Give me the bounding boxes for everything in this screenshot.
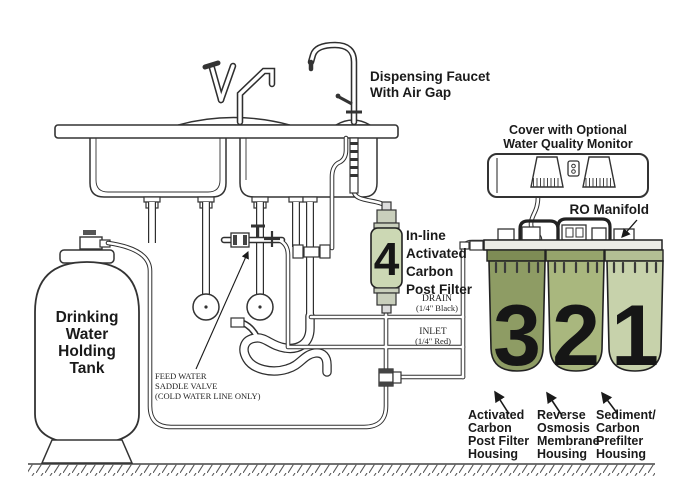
- label-housing-1-line-0: Sediment/: [596, 408, 656, 422]
- ro-manifold: [459, 217, 663, 251]
- label-housing-1-line-1: Carbon: [596, 421, 640, 435]
- faucet-base-plate: [177, 116, 291, 126]
- tank-base: [40, 439, 134, 464]
- housing-1-number: 1: [611, 288, 659, 384]
- water-quality-monitor-icon: [567, 160, 580, 177]
- label-tank-line-2: Holding: [58, 343, 116, 360]
- label-inlet-line-1: (1/4" Red): [415, 336, 451, 346]
- label-housing-2-line-2: Membrane: [537, 434, 600, 448]
- label-housing-2-line-0: Reverse: [537, 408, 586, 422]
- label-housing-2-line-3: Housing: [537, 447, 587, 461]
- label-inline-filter-line-0: In-line: [406, 228, 446, 243]
- label-feed-water-line-1: SADDLE VALVE: [155, 381, 217, 391]
- label-feed-water-line-0: FEED WATER: [155, 371, 207, 381]
- label-inline-filter-line-3: Post Filter: [406, 282, 473, 297]
- dispensing-faucet: [307, 41, 362, 194]
- label-feed-water-line-2: (COLD WATER LINE ONLY): [155, 391, 261, 401]
- label-housing-3-line-3: Housing: [468, 447, 518, 461]
- left-basin: [89, 138, 227, 198]
- trap-flange: [230, 317, 245, 328]
- label-housing-1-line-3: Housing: [596, 447, 646, 461]
- manifold-bar: [483, 239, 663, 251]
- label-dispensing-faucet-line-0: Dispensing Faucet: [370, 69, 491, 84]
- label-housing-3-line-0: Activated: [468, 408, 524, 422]
- tee-fitting: [378, 368, 402, 387]
- holding-tank: [34, 230, 140, 464]
- label-tank-line-1: Water: [66, 326, 109, 343]
- saddle-valve: [230, 224, 280, 248]
- housing-2: [547, 260, 605, 372]
- label-inline-filter-line-1: Activated: [406, 246, 467, 261]
- leader-arrows: [195, 219, 638, 415]
- housing-vents: [494, 261, 658, 274]
- label-housing-2-line-1: Osmosis: [537, 421, 590, 435]
- label-tank-line-3: Tank: [69, 360, 104, 377]
- housing-3: [488, 260, 546, 372]
- ground: [28, 463, 655, 476]
- label-inline-filter-line-2: Carbon: [406, 264, 453, 279]
- system-cover: [487, 153, 649, 198]
- inline-carbon-post-filter: 4: [370, 201, 403, 314]
- drain-pipes: [152, 202, 330, 372]
- label-drain-line-1: (1/4" Black): [416, 303, 458, 313]
- label-cover-line-0: Cover with Optional: [509, 123, 627, 137]
- housing-2-number: 2: [552, 288, 600, 384]
- label-housing-3-line-2: Post Filter: [468, 434, 529, 448]
- label-housing-3-line-1: Carbon: [468, 421, 512, 435]
- shutoff-valves: [192, 293, 274, 321]
- label-ro-manifold: RO Manifold: [570, 202, 650, 217]
- tank-valve: [79, 230, 111, 250]
- label-inlet-line-0: INLET: [419, 327, 447, 337]
- housing-3-number: 3: [493, 288, 541, 384]
- drain-fittings: [143, 196, 318, 209]
- kitchen-faucet: [202, 60, 276, 126]
- label-housing-1-line-2: Prefilter: [596, 434, 643, 448]
- text-labels: Dispensing Faucet With Air Gap Cover wit…: [56, 69, 657, 461]
- inline-filter-number: 4: [374, 233, 400, 285]
- label-dispensing-faucet-line-1: With Air Gap: [370, 85, 451, 100]
- label-drain-line-0: DRAIN: [422, 294, 452, 304]
- label-tank-line-0: Drinking: [56, 309, 119, 326]
- filter-housings: 3 2 1: [486, 249, 664, 384]
- housing-1: [606, 260, 664, 372]
- label-cover-line-1: Water Quality Monitor: [503, 137, 633, 151]
- air-gap-shank: [349, 137, 359, 194]
